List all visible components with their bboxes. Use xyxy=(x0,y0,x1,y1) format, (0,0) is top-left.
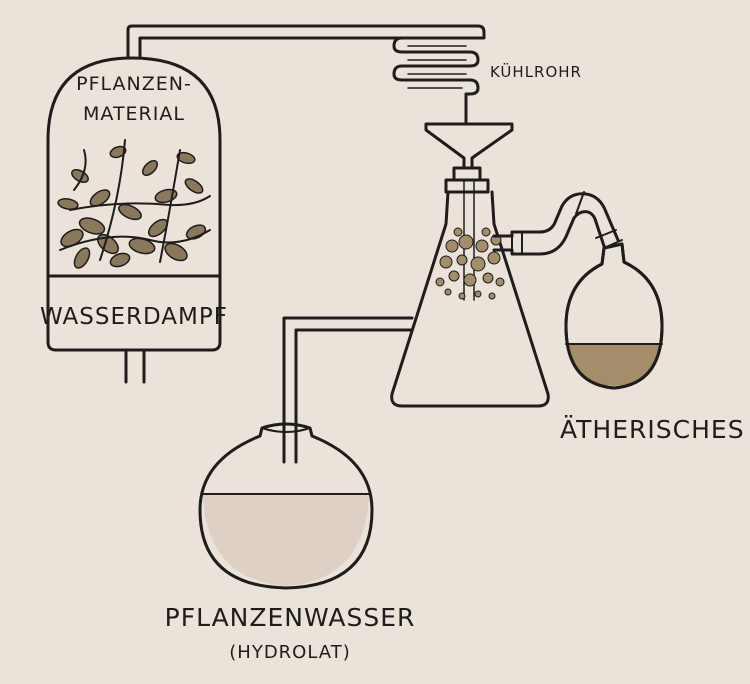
essential-oil-flask xyxy=(564,242,664,390)
plant-stems xyxy=(59,139,211,263)
label-plant-water: PFLANZENWASSER xyxy=(165,603,416,632)
label-plant-material-line1: PFLANZEN- xyxy=(76,73,192,95)
oil-transfer-tube xyxy=(492,191,623,256)
label-essential-oil: ÄTHERISCHES ÖL xyxy=(560,415,750,444)
label-steam: WASSERDAMPF xyxy=(40,304,228,330)
erlenmeyer-flask xyxy=(390,122,550,408)
label-hydrolat: (HYDROLAT) xyxy=(229,642,350,663)
flask-oil-bubbles xyxy=(435,227,505,300)
label-plant-material-line2: MATERIAL xyxy=(83,103,185,125)
steam-tube xyxy=(126,24,486,126)
hydrolat-tube xyxy=(282,316,414,464)
hydrolat-flask xyxy=(198,422,374,590)
label-condenser: KÜHLROHR xyxy=(490,62,582,81)
plant-still xyxy=(46,56,222,384)
